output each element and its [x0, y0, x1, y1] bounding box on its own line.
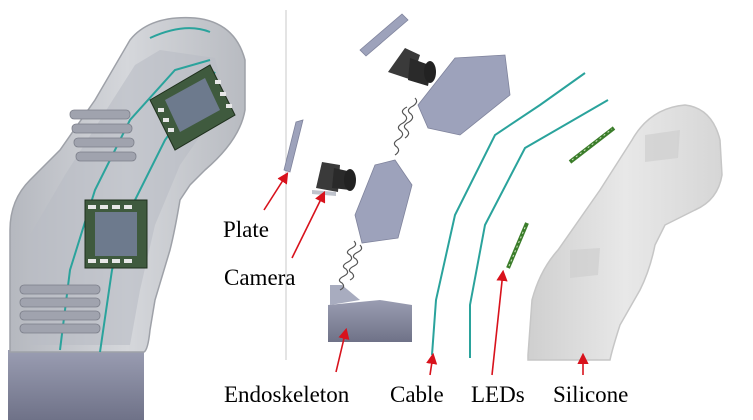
assembled-lower-board	[84, 199, 148, 269]
assembled-base	[8, 350, 144, 420]
label-arrows	[263, 172, 589, 376]
endoskeleton-base	[328, 285, 412, 342]
endoskeleton-top	[417, 54, 511, 136]
spring-lower	[338, 240, 363, 291]
arrow-leds	[491, 269, 508, 376]
silicone-shell	[527, 104, 723, 361]
cable-right	[469, 99, 609, 358]
led-strip-upper	[568, 126, 616, 164]
label-plate: Plate	[223, 217, 269, 242]
arrow-camera	[291, 190, 326, 259]
label-cable: Cable	[390, 382, 444, 407]
plate-top	[359, 13, 409, 57]
label-silicone: Silicone	[553, 382, 628, 407]
endoskeleton-middle	[354, 159, 413, 244]
spring-upper	[393, 97, 418, 156]
arrow-cable	[426, 352, 438, 376]
label-leds: LEDs	[471, 382, 525, 407]
camera-top	[388, 48, 436, 86]
label-endoskeleton: Endoskeleton	[224, 382, 350, 407]
plate-left	[283, 119, 304, 173]
assembled-finger	[8, 16, 246, 420]
arrow-plate	[263, 172, 289, 211]
assembled-rods-upper	[69, 109, 137, 162]
label-camera: Camera	[224, 265, 296, 290]
assembled-cable-top	[149, 27, 211, 39]
cable-left	[431, 72, 586, 356]
assembled-upper-board	[149, 64, 236, 151]
assembled-rods-lower	[19, 284, 101, 334]
led-strip-lower	[506, 222, 529, 269]
camera-lower	[312, 162, 356, 196]
arrow-endoskeleton	[335, 327, 350, 373]
